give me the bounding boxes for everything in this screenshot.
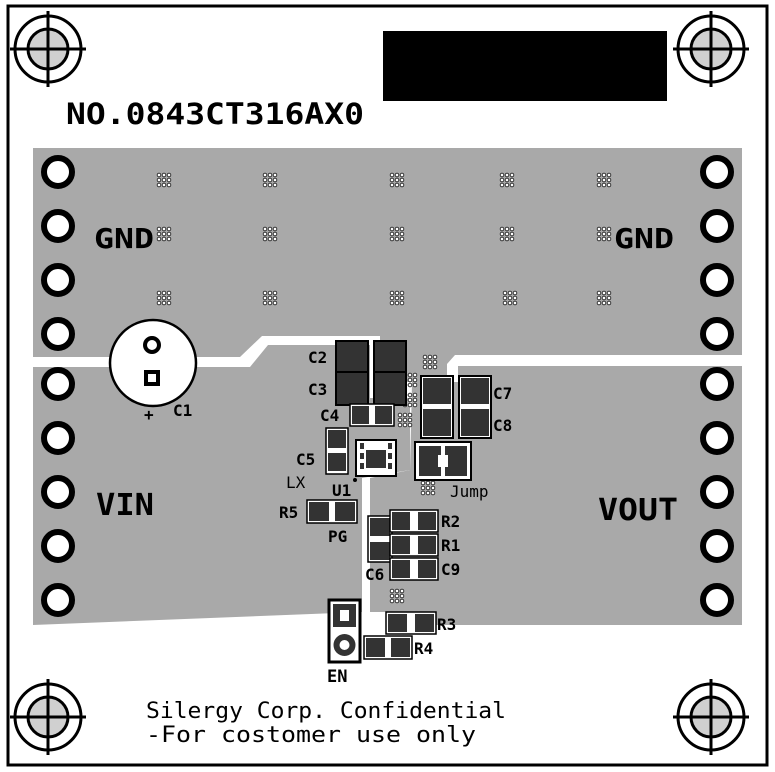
pin-right-6: [700, 421, 734, 455]
c1-polarity-mark: +: [144, 405, 154, 424]
mounting-holes: [10, 11, 749, 755]
c2-label: C2: [308, 348, 327, 367]
r5-label: R5: [279, 503, 298, 522]
resistor-r3: [385, 611, 437, 635]
mounting-hole-top-right: [673, 11, 749, 87]
via-array: [389, 226, 405, 242]
mounting-hole-bottom-right: [673, 679, 749, 755]
pin-left-8: [41, 529, 75, 563]
pin-right-3: [700, 263, 734, 297]
c9-label: C9: [441, 560, 460, 579]
capacitor-c1: + C1: [108, 318, 198, 424]
via-array: [397, 412, 413, 428]
via-array: [502, 290, 518, 306]
left-connector-pins: [41, 155, 75, 617]
pin-left-6: [41, 421, 75, 455]
via-array: [262, 290, 278, 306]
pin-left-2: [41, 209, 75, 243]
pin-left-3: [41, 263, 75, 297]
via-array: [262, 172, 278, 188]
c3-label: C3: [308, 380, 327, 399]
right-connector-pins: [700, 155, 734, 617]
pin-right-2: [700, 209, 734, 243]
via-array: [596, 290, 612, 306]
via-array: [389, 172, 405, 188]
resistor-r2: [389, 509, 439, 533]
pin-left-9: [41, 583, 75, 617]
pin-right-9: [700, 583, 734, 617]
pin-left-4: [41, 317, 75, 351]
resistor-r1: [389, 533, 439, 557]
r3-label: R3: [437, 615, 456, 634]
u1-label: U1: [332, 481, 351, 500]
r4-label: R4: [414, 639, 433, 658]
redaction-block: [383, 31, 667, 101]
via-array: [499, 172, 515, 188]
copper-regions: [33, 148, 742, 625]
via-array: [499, 226, 515, 242]
pg-label: PG: [328, 527, 347, 546]
capacitor-c5: [325, 427, 349, 475]
capacitor-c4: [349, 403, 395, 427]
via-array: [420, 480, 436, 496]
via-array: [156, 226, 172, 242]
mounting-hole-bottom-left: [10, 679, 86, 755]
net-label-gnd-right: GND: [614, 222, 674, 255]
pin-right-8: [700, 529, 734, 563]
jumper-jump: [414, 441, 472, 481]
pin-right-7: [700, 475, 734, 509]
gnd-copper-top: [33, 148, 742, 382]
capacitor-c7-c8: [420, 375, 492, 439]
net-label-vout: VOUT: [598, 493, 678, 528]
r1-label: R1: [441, 536, 460, 555]
resistor-r5: [306, 499, 358, 524]
via-array: [262, 226, 278, 242]
ic-u1: [353, 439, 397, 482]
en-label: EN: [327, 667, 347, 687]
pin-right-4: [700, 317, 734, 351]
header-en: [327, 598, 362, 664]
vin-copper: [33, 345, 410, 625]
net-label-gnd-left: GND: [94, 222, 154, 255]
capacitor-c6: [367, 515, 393, 563]
via-array: [596, 172, 612, 188]
r2-label: R2: [441, 512, 460, 531]
c7-label: C7: [493, 384, 512, 403]
c4-label: C4: [320, 406, 339, 425]
mounting-hole-top-left: [10, 11, 86, 87]
pin-right-5: [700, 367, 734, 401]
via-array: [389, 290, 405, 306]
c6-label: C6: [365, 565, 384, 584]
via-array: [596, 226, 612, 242]
c5-label: C5: [296, 450, 315, 469]
pin-left-7: [41, 475, 75, 509]
capacitor-c3: [335, 371, 407, 406]
pin-left-5: [41, 367, 75, 401]
footer-customer-use: -For costomer use only: [146, 723, 476, 748]
c8-label: C8: [493, 416, 512, 435]
via-array: [156, 290, 172, 306]
via-array: [389, 588, 405, 604]
net-label-vin: VIN: [96, 488, 154, 523]
jump-label: Jump: [450, 482, 489, 501]
capacitor-c9: [389, 557, 439, 581]
via-array: [422, 354, 438, 370]
resistor-r4: [363, 635, 413, 660]
via-array: [156, 172, 172, 188]
via-arrays: [156, 172, 612, 604]
lx-label: LX: [286, 473, 306, 492]
pin-left-1: [41, 155, 75, 189]
part-number: NO.0843CT316AX0: [66, 97, 364, 131]
pin-right-1: [700, 155, 734, 189]
c1-label: C1: [173, 401, 192, 420]
footer-confidential: Silergy Corp. Confidential: [146, 699, 506, 724]
